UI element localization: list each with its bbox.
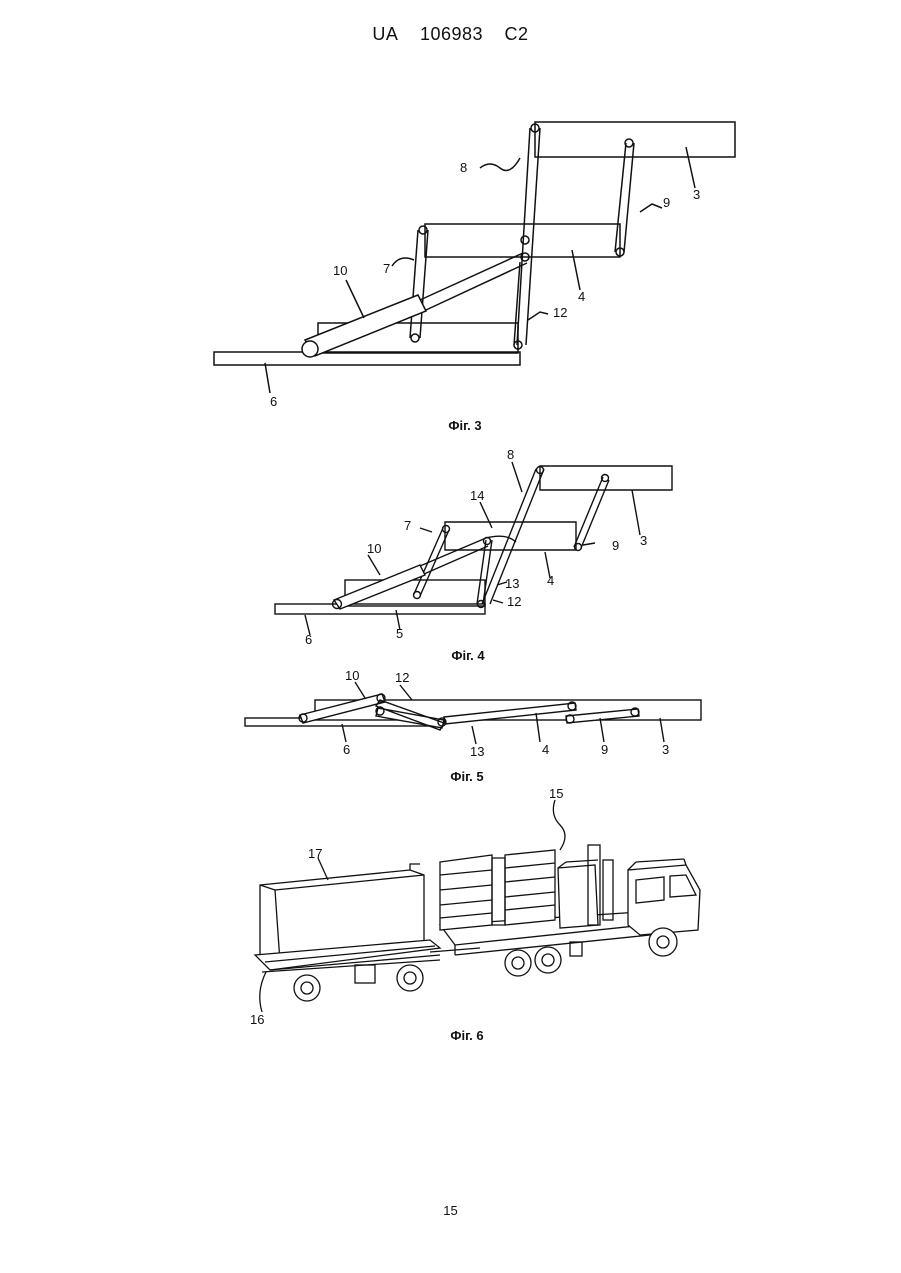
figure-4-drawing: 8 14 7 10 9 3 4 13 12 5 6: [0, 440, 901, 650]
fig5-label-10: 10: [345, 668, 359, 683]
fig4-label-3: 3: [640, 533, 647, 548]
fig4-label-7: 7: [404, 518, 411, 533]
fig4-label-4: 4: [547, 573, 554, 588]
fig4-label-9: 9: [612, 538, 619, 553]
figure-6-drawing: 15 17 16: [0, 780, 901, 1035]
figure-6-caption: Фіг. 6: [407, 1028, 527, 1043]
figure-5-drawing: 10 12 6 13 4 9 3: [0, 665, 901, 770]
fig3-label-8: 8: [460, 160, 467, 175]
figure-4-caption: Фіг. 4: [408, 648, 528, 663]
fig5-label-13: 13: [470, 744, 484, 759]
fig3-label-4: 4: [578, 289, 585, 304]
fig3-label-6: 6: [270, 394, 277, 409]
fig3-label-9: 9: [663, 195, 670, 210]
fig5-label-4: 4: [542, 742, 549, 757]
fig4-label-14: 14: [470, 488, 484, 503]
fig3-label-10: 10: [333, 263, 347, 278]
figure-3-caption: Фіг. 3: [405, 418, 525, 433]
fig4-label-12: 12: [507, 594, 521, 609]
fig4-label-10: 10: [367, 541, 381, 556]
fig6-label-15: 15: [549, 786, 563, 801]
fig5-label-3: 3: [662, 742, 669, 757]
page-number: 15: [0, 1203, 901, 1218]
fig6-label-16: 16: [250, 1012, 264, 1027]
fig6-label-17: 17: [308, 846, 322, 861]
fig3-label-7: 7: [383, 261, 390, 276]
fig5-label-12: 12: [395, 670, 409, 685]
fig3-label-12: 12: [553, 305, 567, 320]
fig3-label-3: 3: [693, 187, 700, 202]
fig4-label-6: 6: [305, 632, 312, 647]
fig5-label-9: 9: [601, 742, 608, 757]
fig4-label-13: 13: [505, 576, 519, 591]
figure-3-drawing: 8 3 9 7 10 4 12 6: [0, 0, 901, 420]
fig4-label-5: 5: [396, 626, 403, 641]
fig5-label-6: 6: [343, 742, 350, 757]
fig4-label-8: 8: [507, 447, 514, 462]
